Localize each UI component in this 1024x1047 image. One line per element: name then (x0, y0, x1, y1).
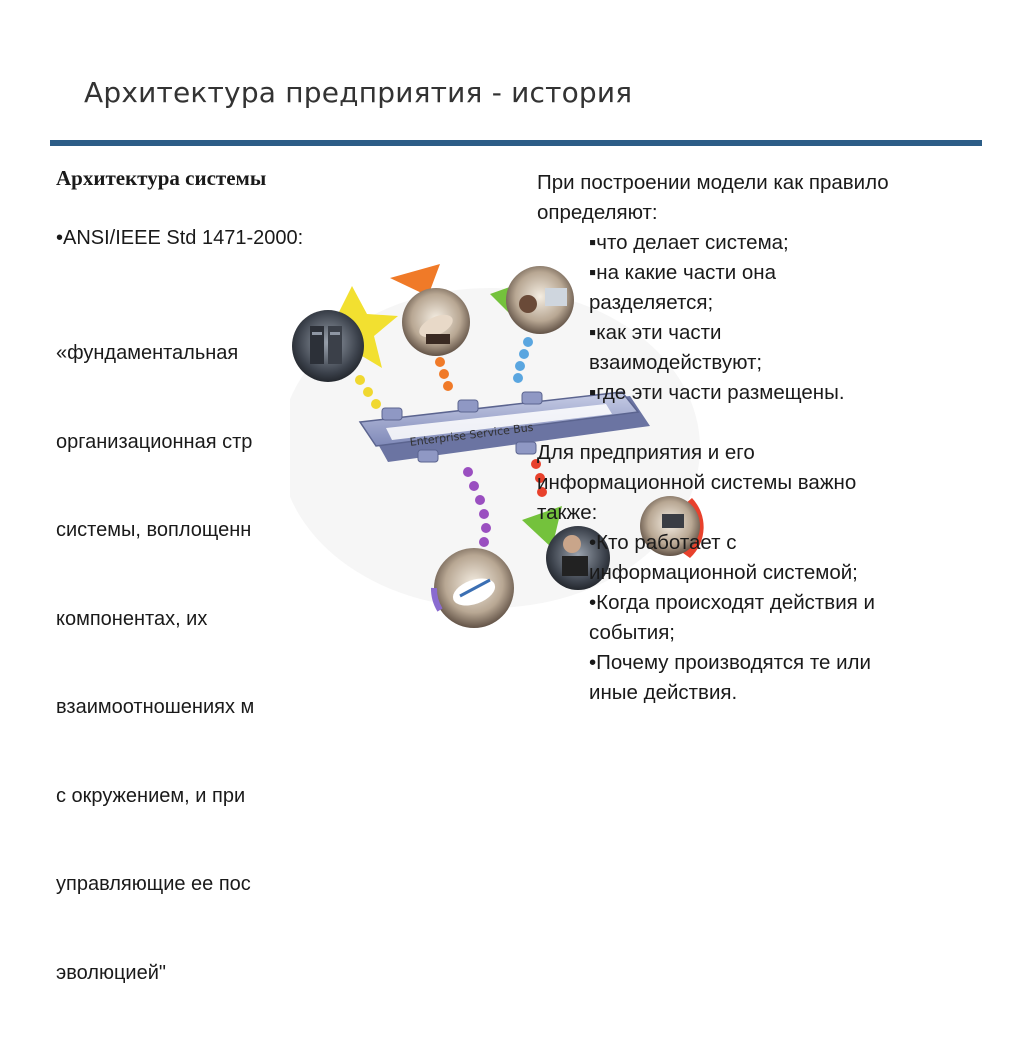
title-divider (50, 140, 982, 146)
list-item: ▪где эти части размещены. (589, 381, 845, 404)
slide: Архитектура предприятия - история Архите… (50, 76, 982, 984)
left-heading: Архитектура системы (56, 166, 267, 190)
slide-title: Архитектура предприятия - история (84, 76, 633, 109)
list-item: ▪на какие части она (589, 261, 777, 284)
list-item: •Когда происходят действия и (589, 591, 875, 614)
orange-triangle (390, 264, 440, 296)
list-item: ▪что делает система; (589, 231, 789, 254)
list-item: •Почему производятся те или (589, 651, 871, 674)
list-item: ▪как эти части (589, 321, 722, 344)
quote-line: управляющие ее пос (56, 873, 251, 895)
intro-line: информационной системы важно (537, 471, 857, 494)
connector-dots-red (531, 459, 547, 497)
connector-dots-yellow (355, 375, 381, 409)
quote-line: организационная стр (56, 430, 253, 453)
intro-line: При построении модели как правило (537, 171, 889, 194)
connector-dots-blue (513, 337, 533, 383)
right-column: При построении модели как правило опреде… (537, 168, 977, 708)
green-triangle (522, 506, 562, 548)
quote-line: взаимоотношениях м (56, 696, 255, 718)
intro-line: определяют: (537, 201, 658, 224)
service-bus: Enterprise Service Bus (358, 391, 650, 463)
quote-line: с окружением, и при (56, 784, 246, 807)
list-item: события; (589, 621, 675, 644)
list-item: разделяется; (589, 291, 714, 314)
esb-diagram: Enterprise Service Bus (290, 264, 704, 628)
intro-line: Для предприятия и его (537, 441, 755, 464)
list-item: взаимодействуют; (589, 351, 763, 374)
standard-line: •ANSI/IEEE Std 1471-2000: (56, 227, 304, 249)
intro-line: также: (537, 501, 598, 524)
list-item: информационной системой; (589, 561, 858, 584)
list-item: •Кто работает с (589, 531, 737, 554)
connector-dots-purple (463, 467, 491, 547)
list-item: иные действия. (589, 681, 738, 704)
photo-desk-icon (506, 266, 574, 334)
quote-line: компонентах, их (56, 607, 208, 630)
quote-line: эволюцией" (56, 961, 166, 984)
quote-line: «фундаментальная (56, 342, 239, 364)
connector-dots-orange (435, 357, 453, 391)
quote-line: системы, воплощенн (56, 519, 252, 541)
